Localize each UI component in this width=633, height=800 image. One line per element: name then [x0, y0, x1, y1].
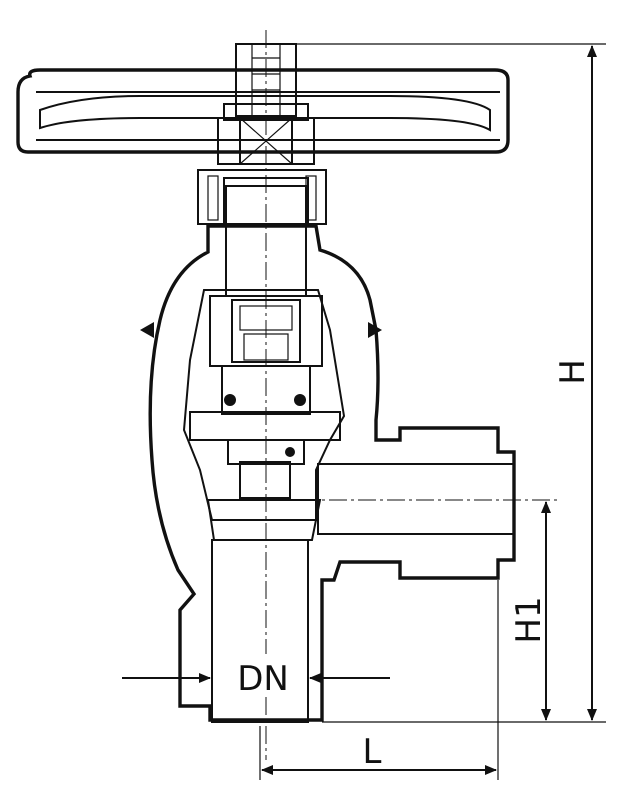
label-H: H: [553, 359, 593, 385]
valve-body: [148, 224, 516, 723]
left-nipple: [140, 322, 154, 338]
label-L: L: [363, 732, 382, 772]
label-DN: DN: [237, 659, 289, 699]
dn-label-backdrop: [234, 654, 294, 694]
right-nipple: [368, 322, 382, 338]
label-H1: H1: [509, 596, 549, 643]
handwheel: [16, 68, 510, 154]
dimension-lines: [122, 43, 606, 780]
